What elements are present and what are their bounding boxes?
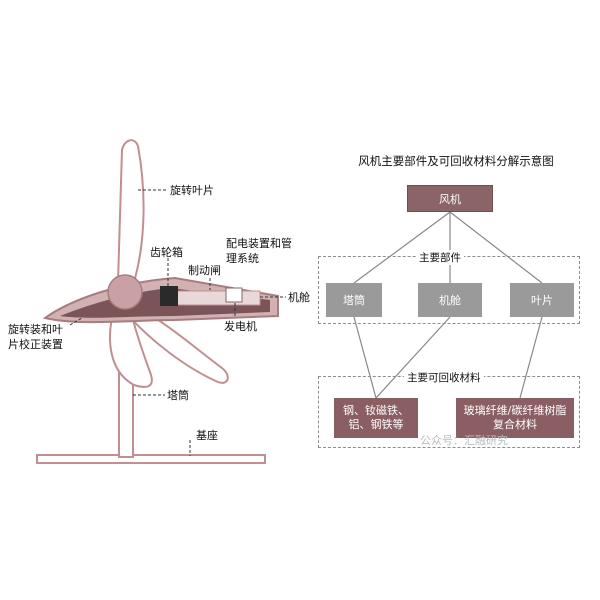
turbine-base xyxy=(36,454,266,464)
diagram-title: 风机主要部件及可回收材料分解示意图 xyxy=(358,154,554,168)
root-node-wind-turbine: 风机 xyxy=(407,185,493,212)
gearbox-block xyxy=(160,286,178,306)
label-brake: 制动闸 xyxy=(188,264,221,277)
turbine-blade-upper xyxy=(116,139,145,283)
label-nacelle: 机舱 xyxy=(288,291,310,304)
component-node-nacelle: 机舱 xyxy=(418,283,482,317)
label-tower: 塔筒 xyxy=(167,389,189,402)
component-node-blade: 叶片 xyxy=(510,283,574,317)
label-gearbox: 齿轮箱 xyxy=(150,246,183,259)
turbine-hub xyxy=(107,274,143,310)
label-generator: 发电机 xyxy=(224,320,257,333)
materials-group-label: 主要可回收材料 xyxy=(404,370,484,385)
generator-block xyxy=(225,287,243,303)
material-node-metals: 钢、钕磁铁、铝、钢铁等 xyxy=(334,398,418,438)
label-base: 基座 xyxy=(196,429,218,442)
watermark-text: 公众号：汇融研究 xyxy=(420,434,508,447)
component-node-tower: 塔筒 xyxy=(326,283,382,317)
turbine-blade-right xyxy=(126,303,229,384)
label-yaw-pitch: 旋转装和叶片校正装置 xyxy=(8,323,63,351)
material-node-composites: 玻璃纤维/碳纤维树脂复合材料 xyxy=(456,398,574,438)
label-power-system: 配电装置和管理系统 xyxy=(226,237,292,265)
components-group-label: 主要部件 xyxy=(416,250,464,265)
label-rotating-blade: 旋转叶片 xyxy=(170,184,214,197)
